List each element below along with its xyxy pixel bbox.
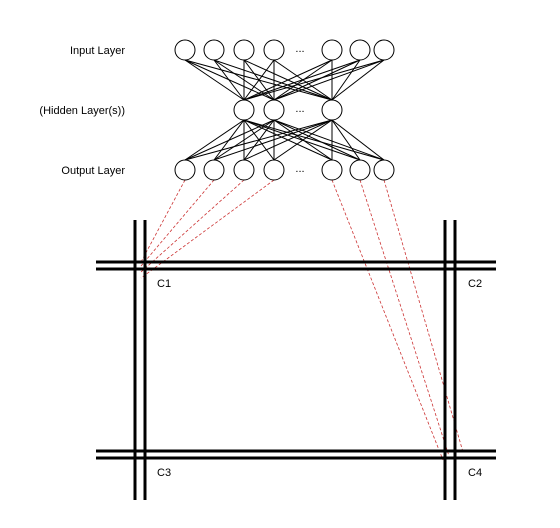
edge-input-hidden [184,59,245,101]
input-node [373,39,395,61]
edge-hidden-output [184,119,245,161]
network-nodes [174,39,395,181]
hidden-node [233,99,255,121]
input-node [174,39,196,61]
edge-hidden-output [273,119,333,161]
edge-hidden-output [213,119,275,161]
edge-hidden-output [273,119,361,161]
grid-lines [96,220,496,500]
input-node [349,39,371,61]
dashed-connector [331,179,444,461]
edge-input-hidden [213,59,245,101]
hidden-node [263,99,285,121]
network-edges [184,59,385,161]
edge-input-hidden [273,59,361,101]
dashed-connector [140,179,245,273]
hidden-layer-label: (Hidden Layer(s)) [39,105,125,117]
input-node [203,39,225,61]
input-node [233,39,255,61]
edge-hidden-output [243,119,385,161]
dashed-connector [140,179,186,263]
output-node [263,159,285,181]
edge-input-hidden [331,59,361,101]
output-node [203,159,225,181]
dashed-connector [383,179,464,453]
edge-hidden-output [184,119,333,161]
dashed-connector [140,179,215,267]
edge-input-hidden [243,59,361,101]
hidden-ellipsis: ... [295,103,304,115]
edge-hidden-output [331,119,361,161]
edge-hidden-output [184,119,275,161]
edge-hidden-output [331,119,385,161]
dashed-connector [359,179,450,457]
output-node [174,159,196,181]
corner-label-c3: C3 [157,467,171,479]
output-ellipsis: ... [295,163,304,175]
output-node [373,159,395,181]
output-node [321,159,343,181]
corner-label-c4: C4 [468,467,482,479]
corner-label-c1: C1 [157,278,171,290]
edge-input-hidden [243,59,275,101]
edge-input-hidden [273,59,385,101]
dashed-connectors [140,179,464,461]
input-layer-label: Input Layer [70,45,125,57]
edge-hidden-output [273,119,385,161]
input-node [263,39,285,61]
edge-hidden-output [243,119,333,161]
output-node [349,159,371,181]
edge-hidden-output [213,119,333,161]
output-layer-label: Output Layer [61,165,125,177]
corner-label-c2: C2 [468,278,482,290]
edge-input-hidden [243,59,385,101]
input-node [321,39,343,61]
output-node [233,159,255,181]
input-ellipsis: ... [295,43,304,55]
edge-input-hidden [243,59,333,101]
edge-input-hidden [213,59,333,101]
edge-input-hidden [331,59,385,101]
hidden-node [321,99,343,121]
